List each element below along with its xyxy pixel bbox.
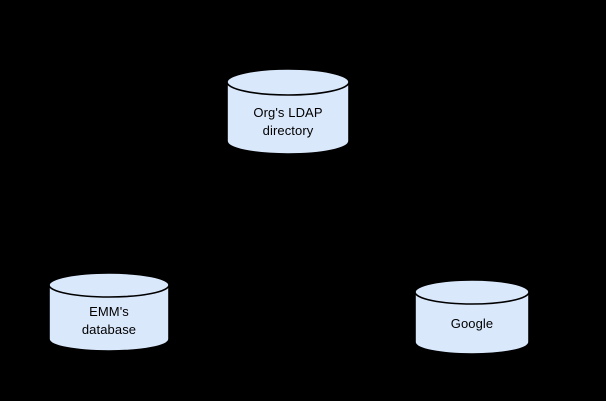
cylinder-shape-icon: [226, 68, 350, 155]
cylinder-shape-icon: [414, 279, 530, 355]
node-emm-database[interactable]: EMM's database: [48, 272, 170, 352]
node-google[interactable]: Google: [414, 279, 530, 355]
node-org-ldap-directory[interactable]: Org's LDAP directory: [226, 68, 350, 155]
cylinder-shape-icon: [48, 272, 170, 352]
